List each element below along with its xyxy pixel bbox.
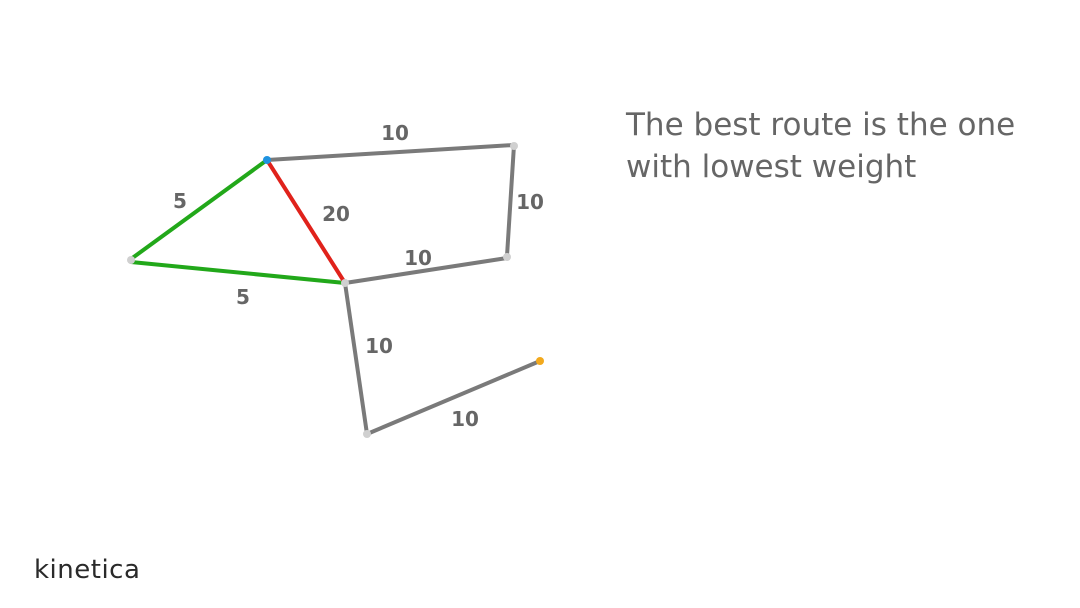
edges <box>129 143 542 436</box>
node-e <box>127 256 135 264</box>
edge-a-d <box>265 158 347 285</box>
node-a-start <box>263 156 271 164</box>
edge-label-f-g: 10 <box>451 407 479 431</box>
edge-label-d-f: 10 <box>365 334 393 358</box>
node-f <box>363 430 371 438</box>
edge-f-g <box>365 359 542 436</box>
nodes <box>127 142 544 438</box>
edge-label-d-c: 10 <box>404 246 432 270</box>
edge-e-d <box>129 260 347 285</box>
kinetica-logo: kinetica <box>34 555 141 585</box>
headline: The best route is the one with lowest we… <box>626 107 1016 185</box>
node-d <box>341 279 349 287</box>
edge-a-b <box>265 143 516 162</box>
edge-label-a-b: 10 <box>381 121 409 145</box>
edge-d-c <box>343 256 509 285</box>
edge-a-e <box>129 158 269 261</box>
node-c <box>503 253 511 261</box>
edge-d-f <box>343 281 369 436</box>
edge-label-a-e: 5 <box>173 189 187 213</box>
edge-label-b-c: 10 <box>516 190 544 214</box>
node-g-end <box>536 357 544 365</box>
node-b <box>510 142 518 150</box>
edge-b-c <box>505 143 516 258</box>
edge-label-a-d: 20 <box>322 202 350 226</box>
edge-labels: 10 10 10 5 5 20 10 10 <box>173 121 544 431</box>
edge-label-e-d: 5 <box>236 285 250 309</box>
